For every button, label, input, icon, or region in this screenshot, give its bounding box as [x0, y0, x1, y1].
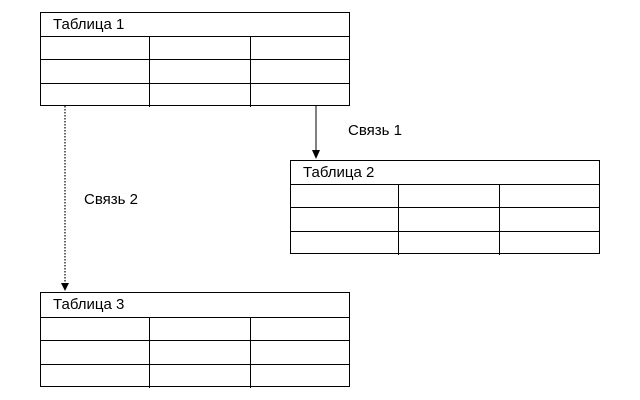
table-3-row-divider-1: [41, 340, 349, 341]
table-2-col-divider-1: [398, 184, 399, 255]
table-1-col-divider-1: [149, 36, 150, 107]
table-3-row-divider-2: [41, 364, 349, 365]
table-2: Таблица 2: [290, 160, 600, 255]
link-1-arrowhead: [312, 150, 320, 159]
table-3-col-divider-2: [250, 317, 251, 388]
link-2-arrowhead: [61, 283, 69, 291]
link-1-label: Связь 1: [348, 122, 402, 139]
table-1: Таблица 1: [40, 12, 350, 107]
table-1-col-divider-2: [250, 36, 251, 107]
table-1-row-divider-1: [41, 59, 349, 60]
table-2-row-divider-1: [291, 207, 599, 208]
table-3-col-divider-1: [149, 317, 150, 388]
table-2-title: Таблица 2: [303, 164, 375, 181]
table-3: Таблица 3: [40, 292, 350, 388]
table-3-title: Таблица 3: [53, 296, 125, 313]
table-1-header-divider: [41, 36, 349, 37]
table-2-row-divider-2: [291, 231, 599, 232]
table-2-col-divider-2: [499, 184, 500, 255]
table-2-header-divider: [291, 184, 599, 185]
table-1-title: Таблица 1: [53, 16, 125, 33]
link-2-label: Связь 2: [84, 191, 138, 208]
table-3-header-divider: [41, 317, 349, 318]
table-1-row-divider-2: [41, 83, 349, 84]
